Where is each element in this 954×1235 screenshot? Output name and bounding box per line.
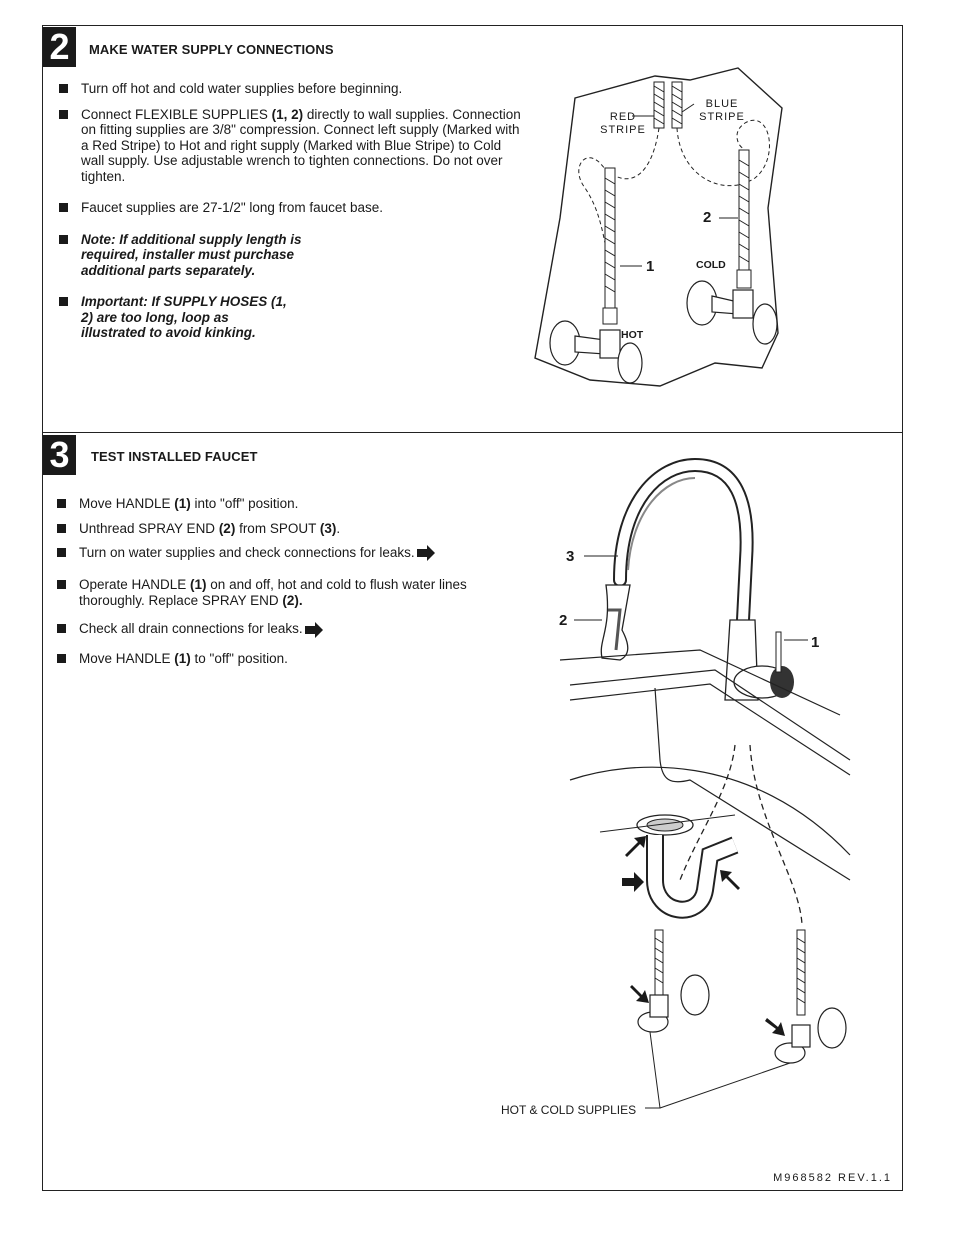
supply-connection-diagram (534, 67, 783, 387)
page-frame (42, 25, 903, 1191)
cold-label: COLD (696, 259, 726, 271)
faucet-test-diagram (559, 457, 851, 1109)
step-2-title: MAKE WATER SUPPLY CONNECTIONS (89, 42, 334, 57)
arrow-right-icon (416, 545, 435, 562)
step-2-important-note: Important: If SUPPLY HOSES (1, 2) are to… (59, 294, 296, 341)
step-3-bullet: Check all drain connections for leaks. (57, 621, 487, 638)
step-3-bullet-list: Move HANDLE (1) into "off" position. Unt… (57, 496, 487, 666)
step-2-bullet: Turn off hot and cold water supplies bef… (59, 81, 524, 97)
hot-label: HOT (621, 329, 644, 341)
callout-3: 3 (566, 548, 575, 565)
callout-1-handle: 1 (811, 634, 820, 651)
step-2-bullet: Connect FLEXIBLE SUPPLIES (1, 2) directl… (59, 107, 524, 185)
step-2-bullet-list: Turn off hot and cold water supplies bef… (59, 81, 524, 341)
step-3-title: TEST INSTALLED FAUCET (91, 449, 258, 464)
step-2-note: Note: If additional supply length is req… (59, 232, 306, 279)
step-3-bullet: Operate HANDLE (1) on and off, hot and c… (57, 577, 487, 608)
callout-2-spray: 2 (559, 612, 568, 629)
step-3-bullet: Turn on water supplies and check connect… (57, 545, 487, 562)
arrow-right-icon (304, 621, 323, 638)
step-3-bullet: Unthread SPRAY END (2) from SPOUT (3). (57, 521, 487, 537)
step-3-number: 3 (43, 435, 76, 475)
document-id: M968582 REV.1.1 (773, 1172, 892, 1184)
step-3-bullet: Move HANDLE (1) to "off" position. (57, 651, 487, 667)
step-2-bullet: Faucet supplies are 27-1/2" long from fa… (59, 200, 524, 216)
callout-1: 1 (646, 258, 655, 275)
section-divider (42, 432, 903, 433)
step-3-bullet: Move HANDLE (1) into "off" position. (57, 496, 487, 512)
step-2-number: 2 (43, 27, 76, 67)
callout-2: 2 (703, 209, 712, 226)
supplies-label: HOT & COLD SUPPLIES (501, 1103, 637, 1117)
